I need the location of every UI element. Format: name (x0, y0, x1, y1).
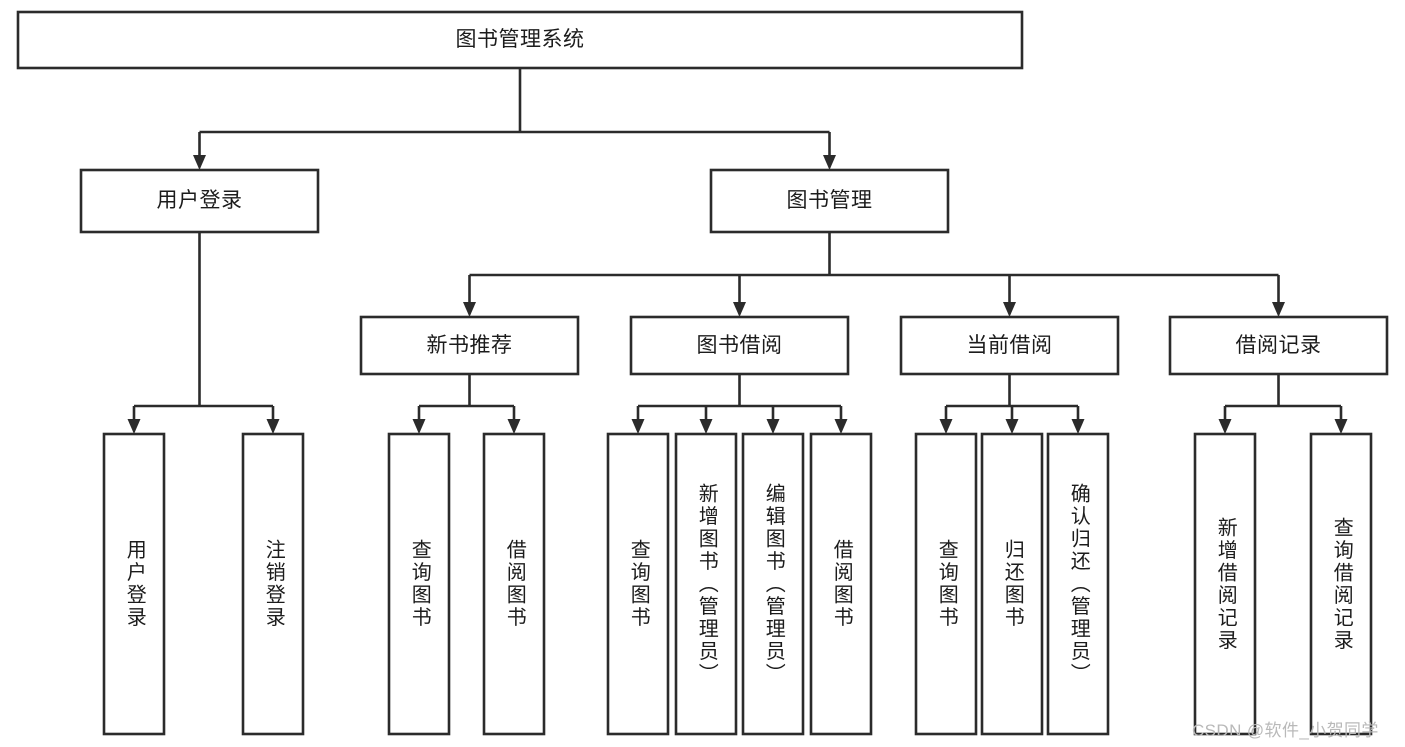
edge-arrowhead (1005, 419, 1019, 434)
node-box-leaf_1[interactable] (241, 432, 305, 736)
node-box-leaf_4[interactable] (606, 432, 670, 736)
node-box-leaf_11[interactable] (1193, 432, 1257, 736)
node-box-root[interactable] (16, 10, 1024, 70)
edge-arrowhead (1272, 302, 1285, 317)
edge-arrowhead (463, 302, 476, 317)
node-box-leaf_2[interactable] (387, 432, 451, 736)
node-box-l2_0[interactable] (79, 168, 320, 234)
node-box-l3_3[interactable] (1168, 315, 1389, 376)
node-box-l3_1[interactable] (629, 315, 850, 376)
edge-arrowhead (507, 419, 521, 434)
node-box-leaf_10[interactable] (1046, 432, 1110, 736)
edge-arrowhead (412, 419, 426, 434)
edge-arrowhead (193, 155, 206, 170)
node-box-leaf_8[interactable] (914, 432, 978, 736)
node-box-leaf_5[interactable] (674, 432, 738, 736)
edge-arrowhead (939, 419, 953, 434)
edge-arrowhead (1218, 419, 1232, 434)
edge-arrowhead (1003, 302, 1016, 317)
node-box-l3_0[interactable] (359, 315, 580, 376)
edge-arrowhead (631, 419, 645, 434)
edge-arrowhead (1334, 419, 1348, 434)
edge-arrowhead (766, 419, 780, 434)
edge-arrowhead (823, 155, 836, 170)
node-box-leaf_6[interactable] (741, 432, 805, 736)
edge-arrowhead (1071, 419, 1085, 434)
node-box-leaf_3[interactable] (482, 432, 546, 736)
node-box-l3_2[interactable] (899, 315, 1120, 376)
node-box-leaf_12[interactable] (1309, 432, 1373, 736)
edge-arrowhead (834, 419, 848, 434)
edge-arrowhead (266, 419, 280, 434)
edge-arrowhead (699, 419, 713, 434)
node-box-leaf_9[interactable] (980, 432, 1044, 736)
edge-arrowhead (733, 302, 746, 317)
node-box-leaf_7[interactable] (809, 432, 873, 736)
edge-arrowhead (127, 419, 141, 434)
watermark-text: CSDN @软件_小贺同学 (1192, 721, 1379, 740)
node-box-l2_1[interactable] (709, 168, 950, 234)
node-box-leaf_0[interactable] (102, 432, 166, 736)
